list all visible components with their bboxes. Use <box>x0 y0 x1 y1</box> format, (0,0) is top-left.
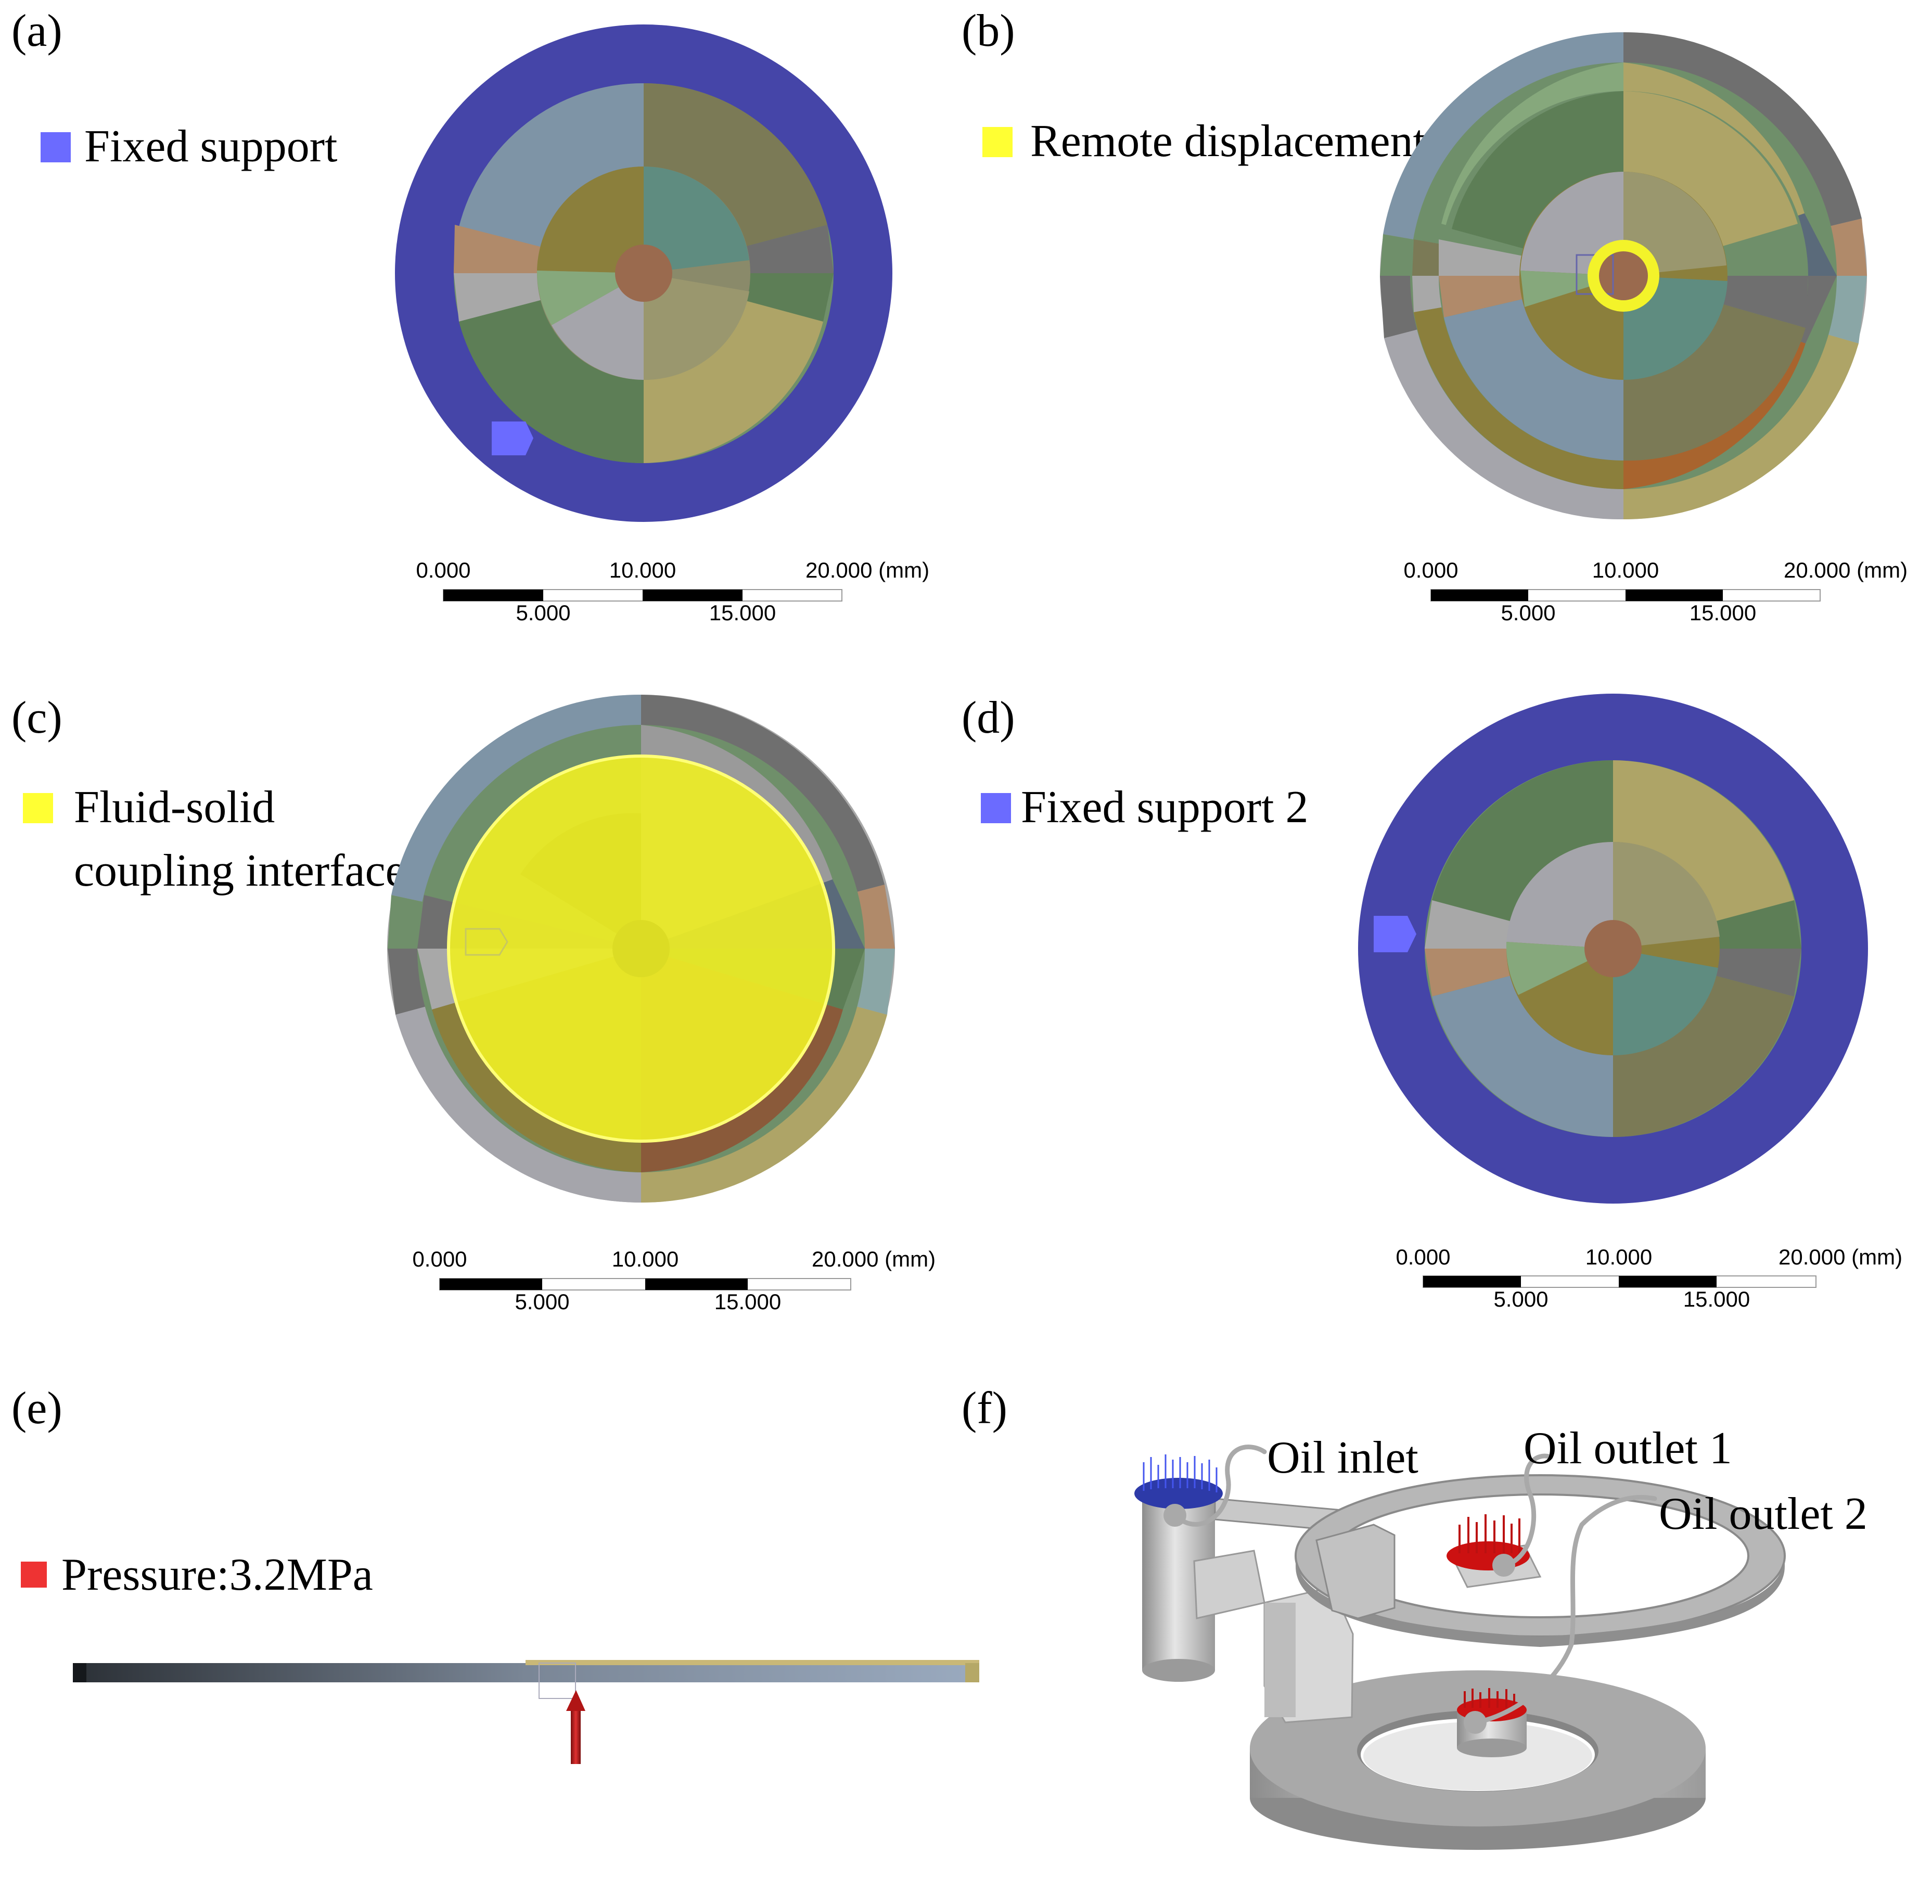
legend-swatch-fixed-support <box>41 132 71 162</box>
panel-b-label: (b) <box>962 6 1015 56</box>
scale-bar-a: 0.000 10.000 20.000 (mm) 5.000 15.000 <box>416 558 929 625</box>
remote-displacement-ring <box>1588 240 1659 312</box>
callout-oil-inlet: Oil inlet <box>1267 1433 1418 1483</box>
panel-f-label: (f) <box>962 1383 1007 1434</box>
legend-pressure: Pressure:3.2MPa <box>61 1550 373 1600</box>
panel-d-label: (d) <box>962 693 1015 743</box>
scale-10: 10.000 <box>612 1247 679 1271</box>
fixed-support-2-marker <box>1374 916 1416 952</box>
face-view-b <box>1380 32 1867 520</box>
panel-e-label: (e) <box>11 1383 62 1434</box>
callout-oil-outlet-1: Oil outlet 1 <box>1524 1423 1732 1474</box>
panel-a-label: (a) <box>11 6 62 56</box>
scale-0: 0.000 <box>1396 1245 1450 1269</box>
panel-f: (f) <box>962 1383 1867 1850</box>
scale-10: 10.000 <box>1592 558 1659 582</box>
oil-inlet-face <box>1134 1478 1223 1509</box>
face-view-a <box>395 24 892 522</box>
scale-0: 0.000 <box>1403 558 1458 582</box>
face-view-c <box>387 694 895 1203</box>
scale-5: 5.000 <box>515 1289 569 1314</box>
face-view-d <box>1358 694 1868 1204</box>
scale-15: 15.000 <box>709 600 776 625</box>
scale-5: 5.000 <box>1493 1287 1548 1311</box>
scale-0: 0.000 <box>412 1247 467 1271</box>
scale-20: 20.000 (mm) <box>1779 1245 1902 1269</box>
pressure-arrow <box>566 1690 585 1764</box>
legend-swatch-fixed-support-2 <box>981 793 1011 823</box>
panel-a: (a) Fixed support 0.000 <box>11 6 929 625</box>
scale-bar-b: 0.000 10.000 20.000 (mm) 5.000 15.000 <box>1403 558 1908 625</box>
scale-20: 20.000 (mm) <box>1784 558 1908 582</box>
scale-15: 15.000 <box>1690 600 1756 625</box>
fixed-support-marker <box>492 421 533 455</box>
fluid-domain-3d: Oil inlet Oil outlet 1 Oil outlet 2 <box>1134 1423 1867 1850</box>
scale-20: 20.000 (mm) <box>805 558 929 582</box>
scale-bar-c: 0.000 10.000 20.000 (mm) 5.000 15.000 <box>412 1247 936 1314</box>
legend-swatch-fluid-solid <box>23 793 53 823</box>
beam-side-view <box>73 1660 979 1764</box>
legend-fixed-support-2: Fixed support 2 <box>1021 782 1308 833</box>
scale-15: 15.000 <box>714 1289 781 1314</box>
panel-d: (d) Fixed support 2 0.000 <box>962 693 1902 1311</box>
scale-5: 5.000 <box>1501 600 1555 625</box>
panel-b: (b) Remote displacement <box>962 6 1908 625</box>
center-hub <box>615 245 672 302</box>
scale-10: 10.000 <box>1585 1245 1652 1269</box>
panel-c: (c) Fluid-solid coupling interface <box>11 693 936 1314</box>
legend-remote-displacement: Remote displacement <box>1030 116 1426 167</box>
scale-15: 15.000 <box>1683 1287 1750 1311</box>
scale-10: 10.000 <box>609 558 676 582</box>
legend-fluid-solid-line1: Fluid-solid <box>74 782 275 833</box>
legend-swatch-remote-displacement <box>982 127 1013 157</box>
scale-0: 0.000 <box>416 558 470 582</box>
legend-fixed-support: Fixed support <box>84 121 337 172</box>
beam <box>73 1663 979 1682</box>
panel-e: (e) Pressure:3.2MPa <box>11 1383 979 1764</box>
scale-bar-d: 0.000 10.000 20.000 (mm) 5.000 15.000 <box>1396 1245 1902 1311</box>
legend-swatch-pressure <box>21 1562 47 1588</box>
legend-fluid-solid-line2: coupling interface <box>74 846 406 896</box>
scale-20: 20.000 (mm) <box>812 1247 936 1271</box>
scale-5: 5.000 <box>516 600 570 625</box>
callout-oil-outlet-2: Oil outlet 2 <box>1659 1489 1867 1539</box>
panel-c-label: (c) <box>11 693 62 743</box>
